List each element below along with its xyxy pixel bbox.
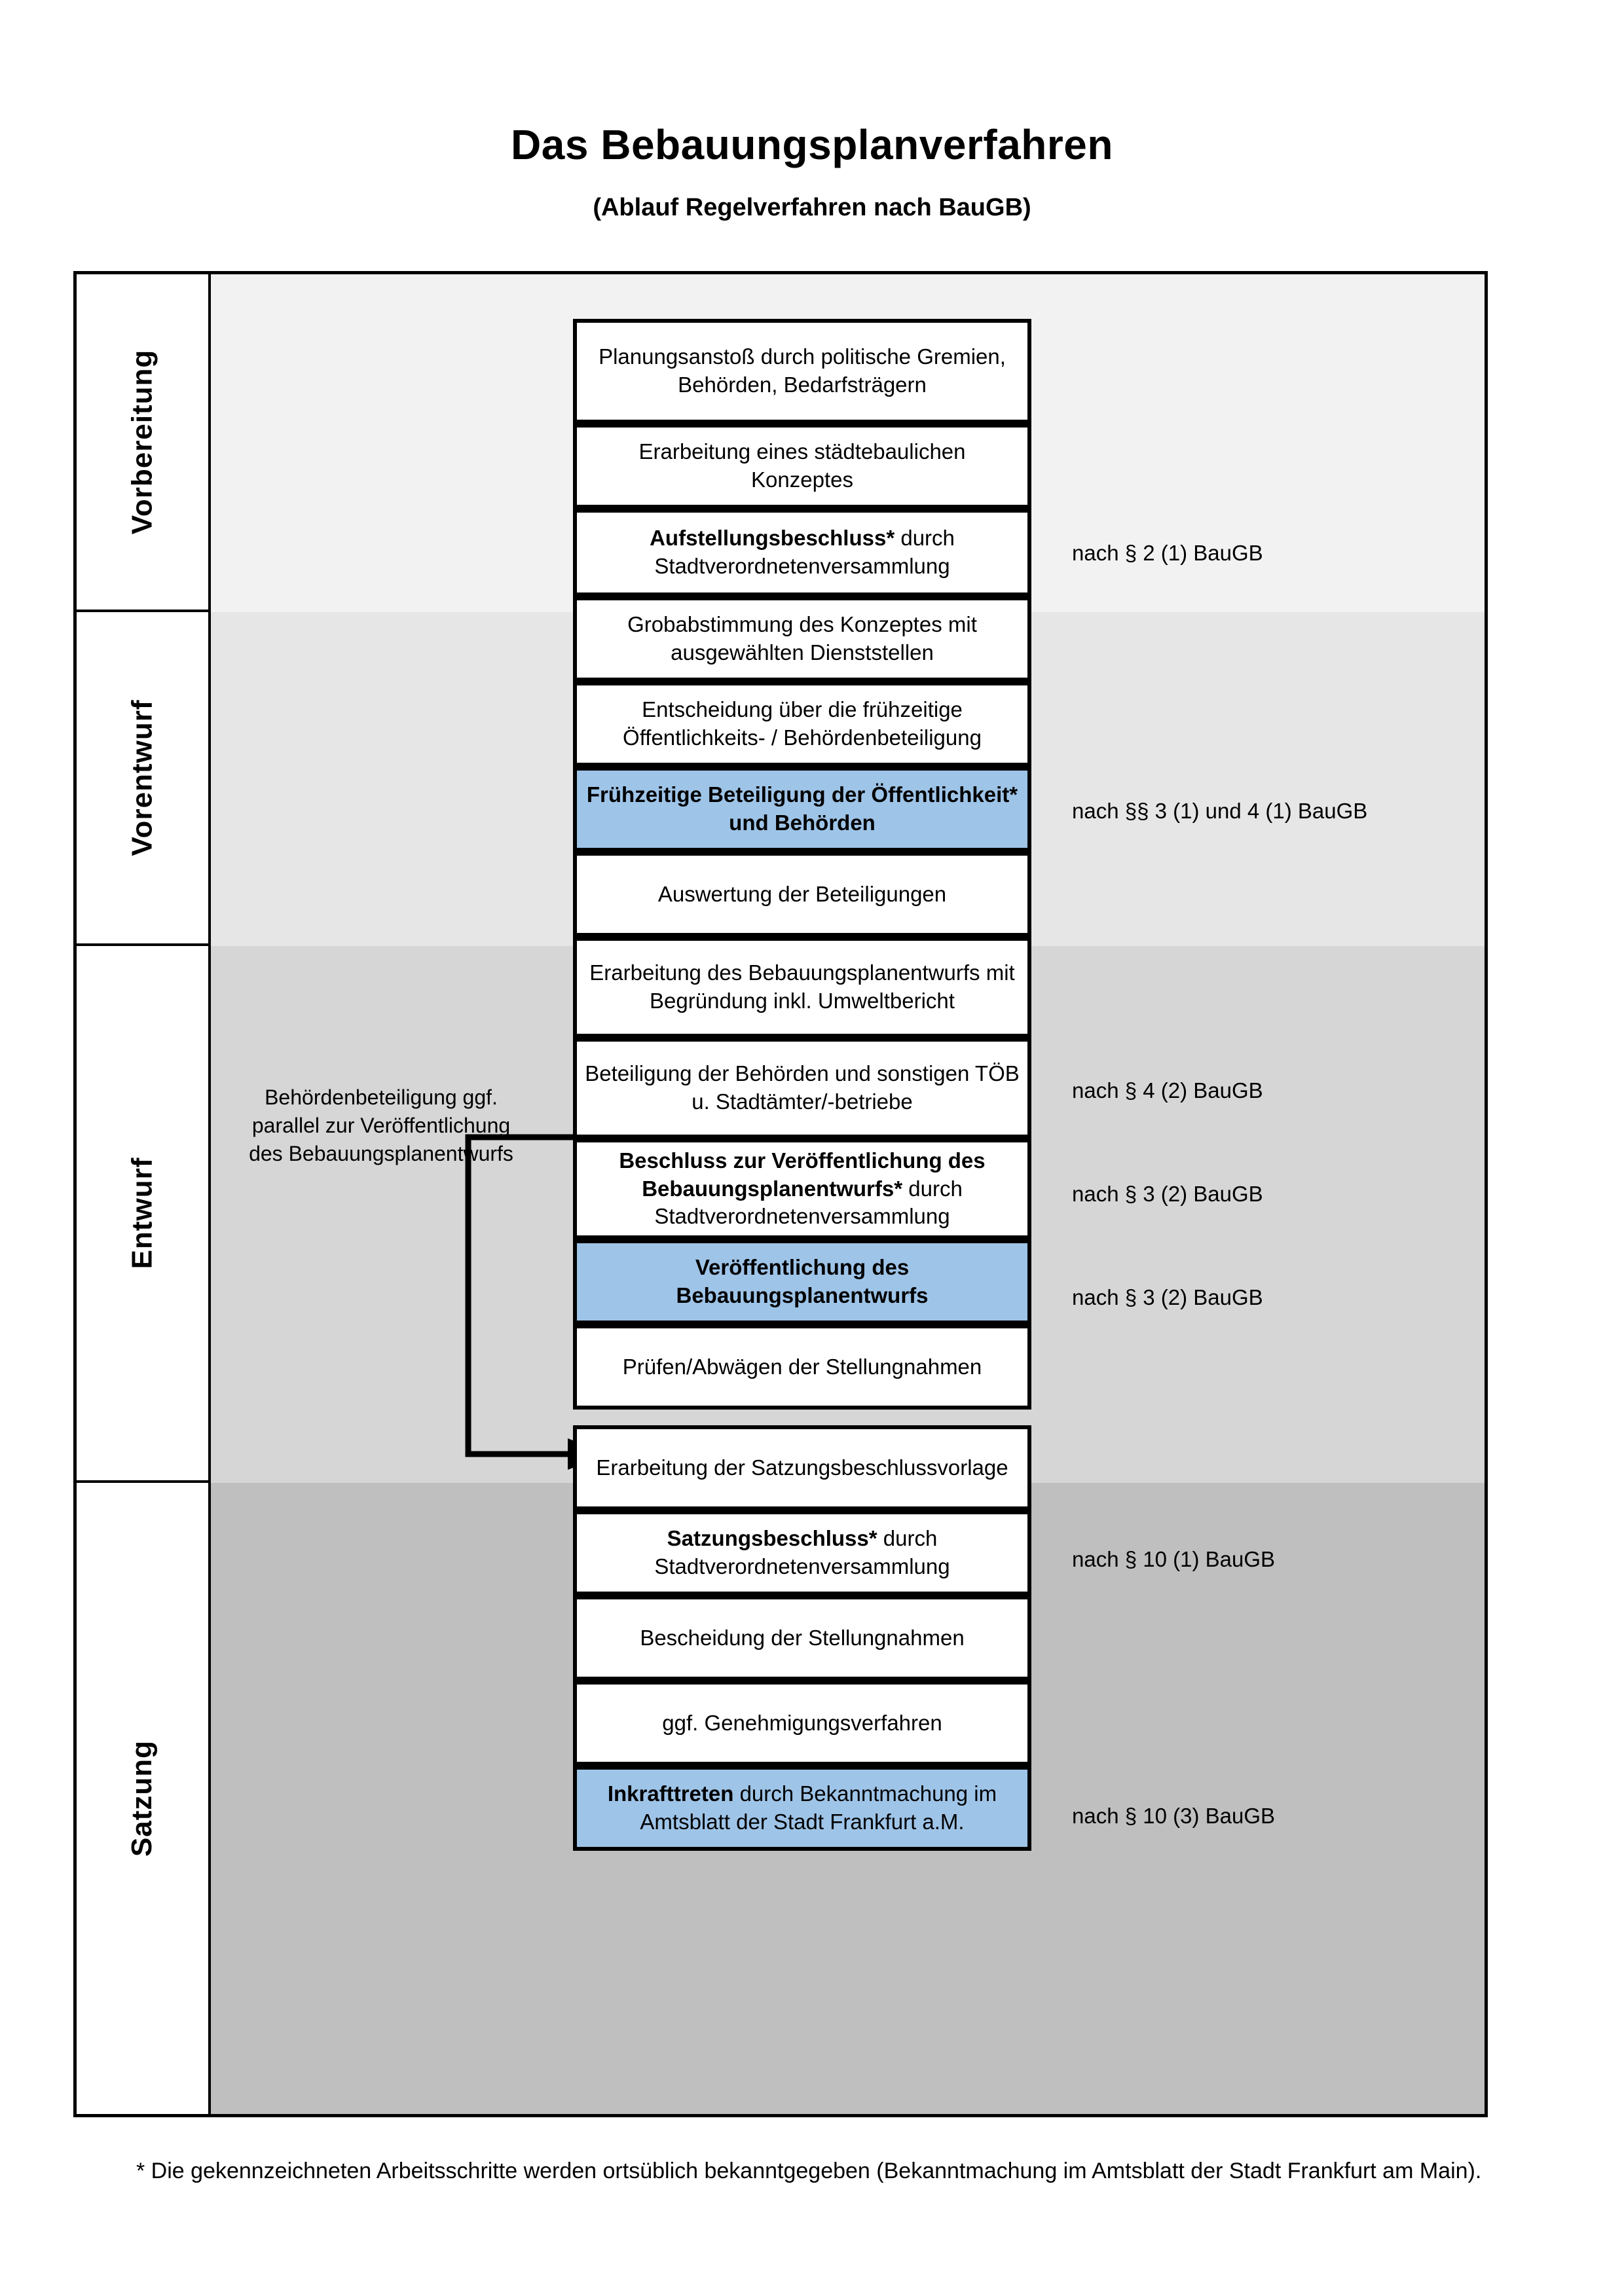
process-box-veroeffentlichung[interactable]: Veröffentlichung des Bebauungsplanentwur… — [573, 1239, 1031, 1324]
legal-reference-par2-1: nach § 2 (1) BauGB — [1072, 541, 1263, 565]
process-box-pruefen-abwaegen[interactable]: Prüfen/Abwägen der Stellungnahmen — [573, 1324, 1031, 1410]
process-box-text: Beteiligung der Behörden und sonstigen T… — [585, 1061, 1020, 1114]
process-box-auswertung[interactable]: Auswertung der Beteiligungen — [573, 852, 1031, 937]
process-box-grobabstimmung[interactable]: Grobabstimmung des Konzeptes mit ausgewä… — [573, 596, 1031, 682]
page-subtitle: (Ablauf Regelverfahren nach BauGB) — [593, 194, 1031, 222]
process-box-text: Satzungsbeschluss* durch Stadtverordnete… — [654, 1526, 950, 1578]
page-title: Das Bebauungsplanverfahren — [511, 121, 1113, 168]
process-box-satzungsbeschlussvorlage[interactable]: Erarbeitung der Satzungsbeschlussvorlage — [573, 1425, 1031, 1510]
process-box-text: Erarbeitung der Satzungsbeschlussvorlage — [596, 1455, 1008, 1480]
phase-label-satzung: Satzung — [77, 1483, 211, 2114]
process-box-konzept[interactable]: Erarbeitung eines städtebaulichen Konzep… — [573, 424, 1031, 509]
phase-label-text: Vorentwurf — [126, 699, 158, 856]
footnote: * Die gekennzeichneten Arbeitsschritte w… — [136, 2154, 1498, 2189]
side-note-behoerdenbeteiligung: Behördenbeteiligung ggf. parallel zur Ve… — [240, 1084, 522, 1168]
phase-label-entwurf: Entwurf — [77, 946, 211, 1483]
side-note-text: Behördenbeteiligung ggf. parallel zur Ve… — [249, 1085, 513, 1165]
legal-reference-par4-2: nach § 4 (2) BauGB — [1072, 1078, 1263, 1102]
process-box-aufstellungsbeschluss[interactable]: Aufstellungsbeschluss* durch Stadtverord… — [573, 509, 1031, 596]
process-box-text: Veröffentlichung des Bebauungsplanentwur… — [676, 1255, 929, 1307]
process-box-text: Grobabstimmung des Konzeptes mit ausgewä… — [627, 612, 977, 665]
process-box-text: Entscheidung über die frühzeitige Öffent… — [623, 697, 982, 750]
phase-label-text: Satzung — [126, 1740, 158, 1857]
process-box-bescheidung[interactable]: Bescheidung der Stellungnahmen — [573, 1595, 1031, 1681]
legal-reference-par10-1: nach § 10 (1) BauGB — [1072, 1547, 1276, 1571]
process-box-text: Prüfen/Abwägen der Stellungnahmen — [622, 1354, 982, 1379]
phase-label-text: Vorbereitung — [126, 349, 158, 535]
page-header: Das Bebauungsplanverfahren (Ablauf Regel… — [0, 0, 1624, 222]
process-box-text: Inkrafttreten durch Bekanntmachung im Am… — [607, 1781, 997, 1834]
process-box-text: Aufstellungsbeschluss* durch Stadtverord… — [650, 526, 955, 578]
process-box-genehmigungsverfahren[interactable]: ggf. Genehmigungsverfahren — [573, 1681, 1031, 1766]
process-box-text: Beschluss zur Veröffentlichung des Bebau… — [619, 1148, 986, 1229]
legal-reference-par3-2-b: nach § 3 (2) BauGB — [1072, 1285, 1263, 1309]
legal-reference-par10-3: nach § 10 (3) BauGB — [1072, 1804, 1276, 1828]
process-box-beschluss-veroeffentlichung[interactable]: Beschluss zur Veröffentlichung des Bebau… — [573, 1139, 1031, 1239]
process-box-text: Erarbeitung eines städtebaulichen Konzep… — [638, 439, 966, 492]
process-box-entscheidung-fruehzeitige-beteiligung[interactable]: Entscheidung über die frühzeitige Öffent… — [573, 682, 1031, 767]
legal-reference-par3-4-1: nach §§ 3 (1) und 4 (1) BauGB — [1072, 799, 1368, 823]
phase-label-vorbereitung: Vorbereitung — [77, 274, 211, 612]
phase-label-vorentwurf: Vorentwurf — [77, 612, 211, 946]
process-box-inkrafttreten[interactable]: Inkrafttreten durch Bekanntmachung im Am… — [573, 1766, 1031, 1851]
process-box-erarbeitung-entwurf[interactable]: Erarbeitung des Bebauungsplanentwurfs mi… — [573, 937, 1031, 1038]
process-box-satzungsbeschluss[interactable]: Satzungsbeschluss* durch Stadtverordnete… — [573, 1510, 1031, 1595]
process-box-fruehzeitige-beteiligung[interactable]: Frühzeitige Beteiligung der Öffentlichke… — [573, 767, 1031, 852]
process-box-toeb-beteiligung[interactable]: Beteiligung der Behörden und sonstigen T… — [573, 1038, 1031, 1139]
process-box-text: Auswertung der Beteiligungen — [657, 881, 947, 906]
process-box-text: Bescheidung der Stellungnahmen — [640, 1625, 965, 1650]
process-diagram: Vorbereitung Vorentwurf Entwurf Satzung … — [73, 271, 1488, 2117]
process-box-text: Planungsanstoß durch politische Gremien,… — [599, 344, 1006, 397]
footnote-text: * Die gekennzeichneten Arbeitsschritte w… — [136, 2159, 1482, 2183]
legal-reference-par3-2-a: nach § 3 (2) BauGB — [1072, 1182, 1263, 1206]
process-box-text: Erarbeitung des Bebauungsplanentwurfs mi… — [589, 960, 1015, 1013]
phase-label-text: Entwurf — [126, 1157, 158, 1269]
process-box-planungsanstoss[interactable]: Planungsanstoß durch politische Gremien,… — [573, 319, 1031, 424]
process-box-text: Frühzeitige Beteiligung der Öffentlichke… — [586, 782, 1018, 835]
process-box-text: ggf. Genehmigungsverfahren — [662, 1710, 942, 1735]
